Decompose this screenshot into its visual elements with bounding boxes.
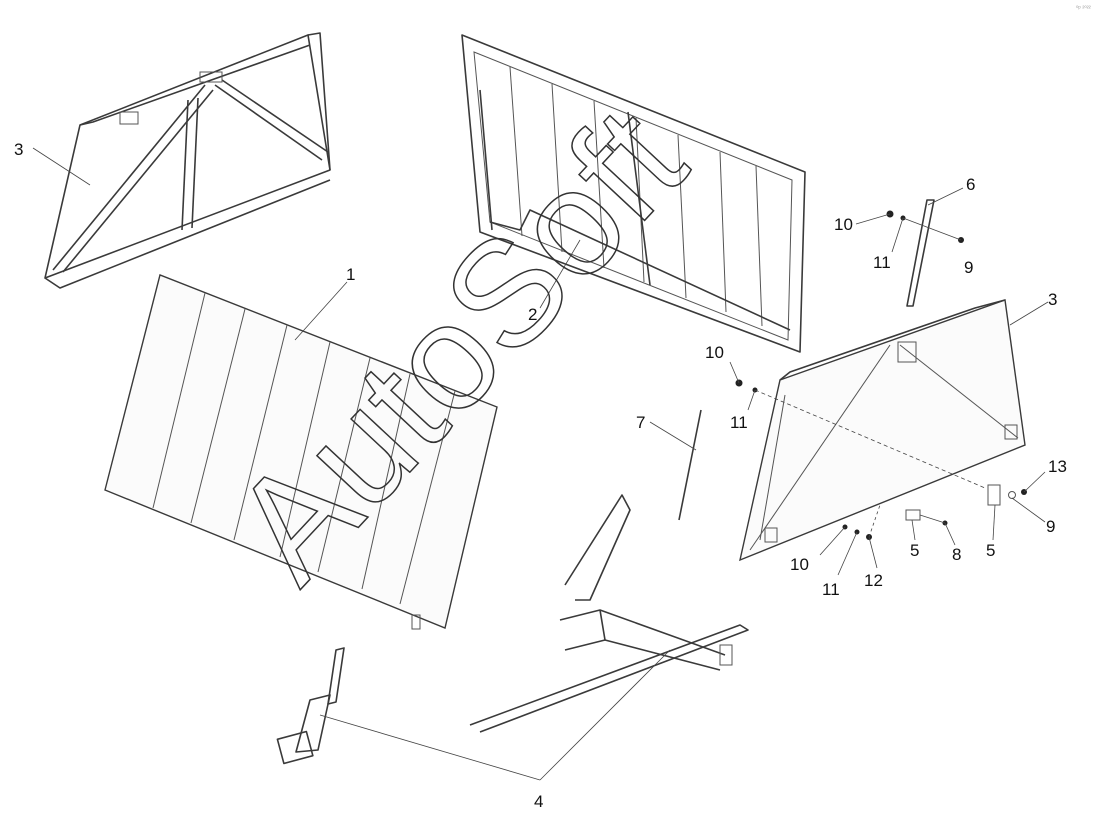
callout-5-left: 5 <box>910 541 919 560</box>
callout-3-left: 3 <box>14 140 23 159</box>
callout-5-right: 5 <box>986 541 995 560</box>
part-6-strip <box>906 199 935 307</box>
callout-10-bottom: 10 <box>790 555 809 574</box>
callout-12: 12 <box>864 571 883 590</box>
callout-8: 8 <box>952 545 961 564</box>
callout-13: 13 <box>1048 457 1067 476</box>
callout-11-mid: 11 <box>730 413 748 432</box>
callout-1: 1 <box>346 265 355 284</box>
part-7-rod <box>678 409 702 521</box>
callout-10-mid: 10 <box>705 343 724 362</box>
callout-4: 4 <box>534 792 543 811</box>
part-4-linkage-assembly <box>276 494 749 765</box>
callout-3-right: 3 <box>1048 290 1057 309</box>
corner-mark: ⁰ᵖ ²⁰²² <box>1076 5 1091 12</box>
callout-10-top: 10 <box>834 215 853 234</box>
part-3-triangle-panel-right <box>739 299 1026 562</box>
part-3-truss-frame-left <box>44 32 331 289</box>
part-1-floor-panel <box>104 274 498 630</box>
callout-9-top: 9 <box>964 258 973 277</box>
callout-11-top: 11 <box>873 253 891 272</box>
part-2-slatted-frame <box>461 34 806 353</box>
callout-6: 6 <box>966 175 975 194</box>
callout-9-bottom: 9 <box>1046 517 1055 536</box>
callout-11-bottom: 11 <box>822 580 840 599</box>
leader-lines <box>32 147 1049 781</box>
callout-labels: 3 1 2 6 10 11 9 3 10 11 7 13 9 5 5 8 10 … <box>14 140 1067 811</box>
callout-2: 2 <box>528 305 537 324</box>
callout-7: 7 <box>636 413 645 432</box>
